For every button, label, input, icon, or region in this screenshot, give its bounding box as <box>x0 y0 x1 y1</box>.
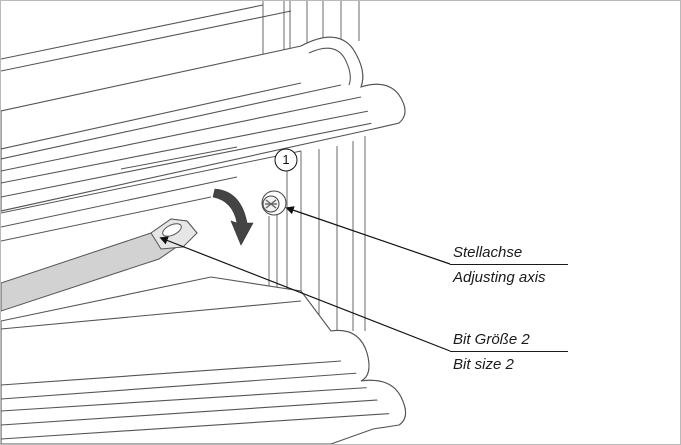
adjusting-screw <box>261 190 287 216</box>
label-adjusting-axis-de: Stellachse <box>453 244 523 261</box>
label-bit-size-de: Bit Größe 2 <box>453 331 530 348</box>
label-bit-size-en: Bit size 2 <box>453 356 514 373</box>
label-rule-bit-size <box>450 351 568 352</box>
rotation-arrow <box>212 188 254 246</box>
callout-circle <box>274 148 298 172</box>
lower-shelf <box>1 276 407 444</box>
label-adjusting-axis-en: Adjusting axis <box>453 269 546 286</box>
bit-tool <box>1 218 198 312</box>
leader-arrow-adjusting-axis <box>285 206 451 265</box>
callout-number: 1 <box>282 152 290 167</box>
leader-arrow-bit <box>159 236 451 352</box>
middle-rail <box>1 146 302 242</box>
label-rule-adjusting-axis <box>450 264 568 265</box>
upper-shelf <box>1 4 406 212</box>
